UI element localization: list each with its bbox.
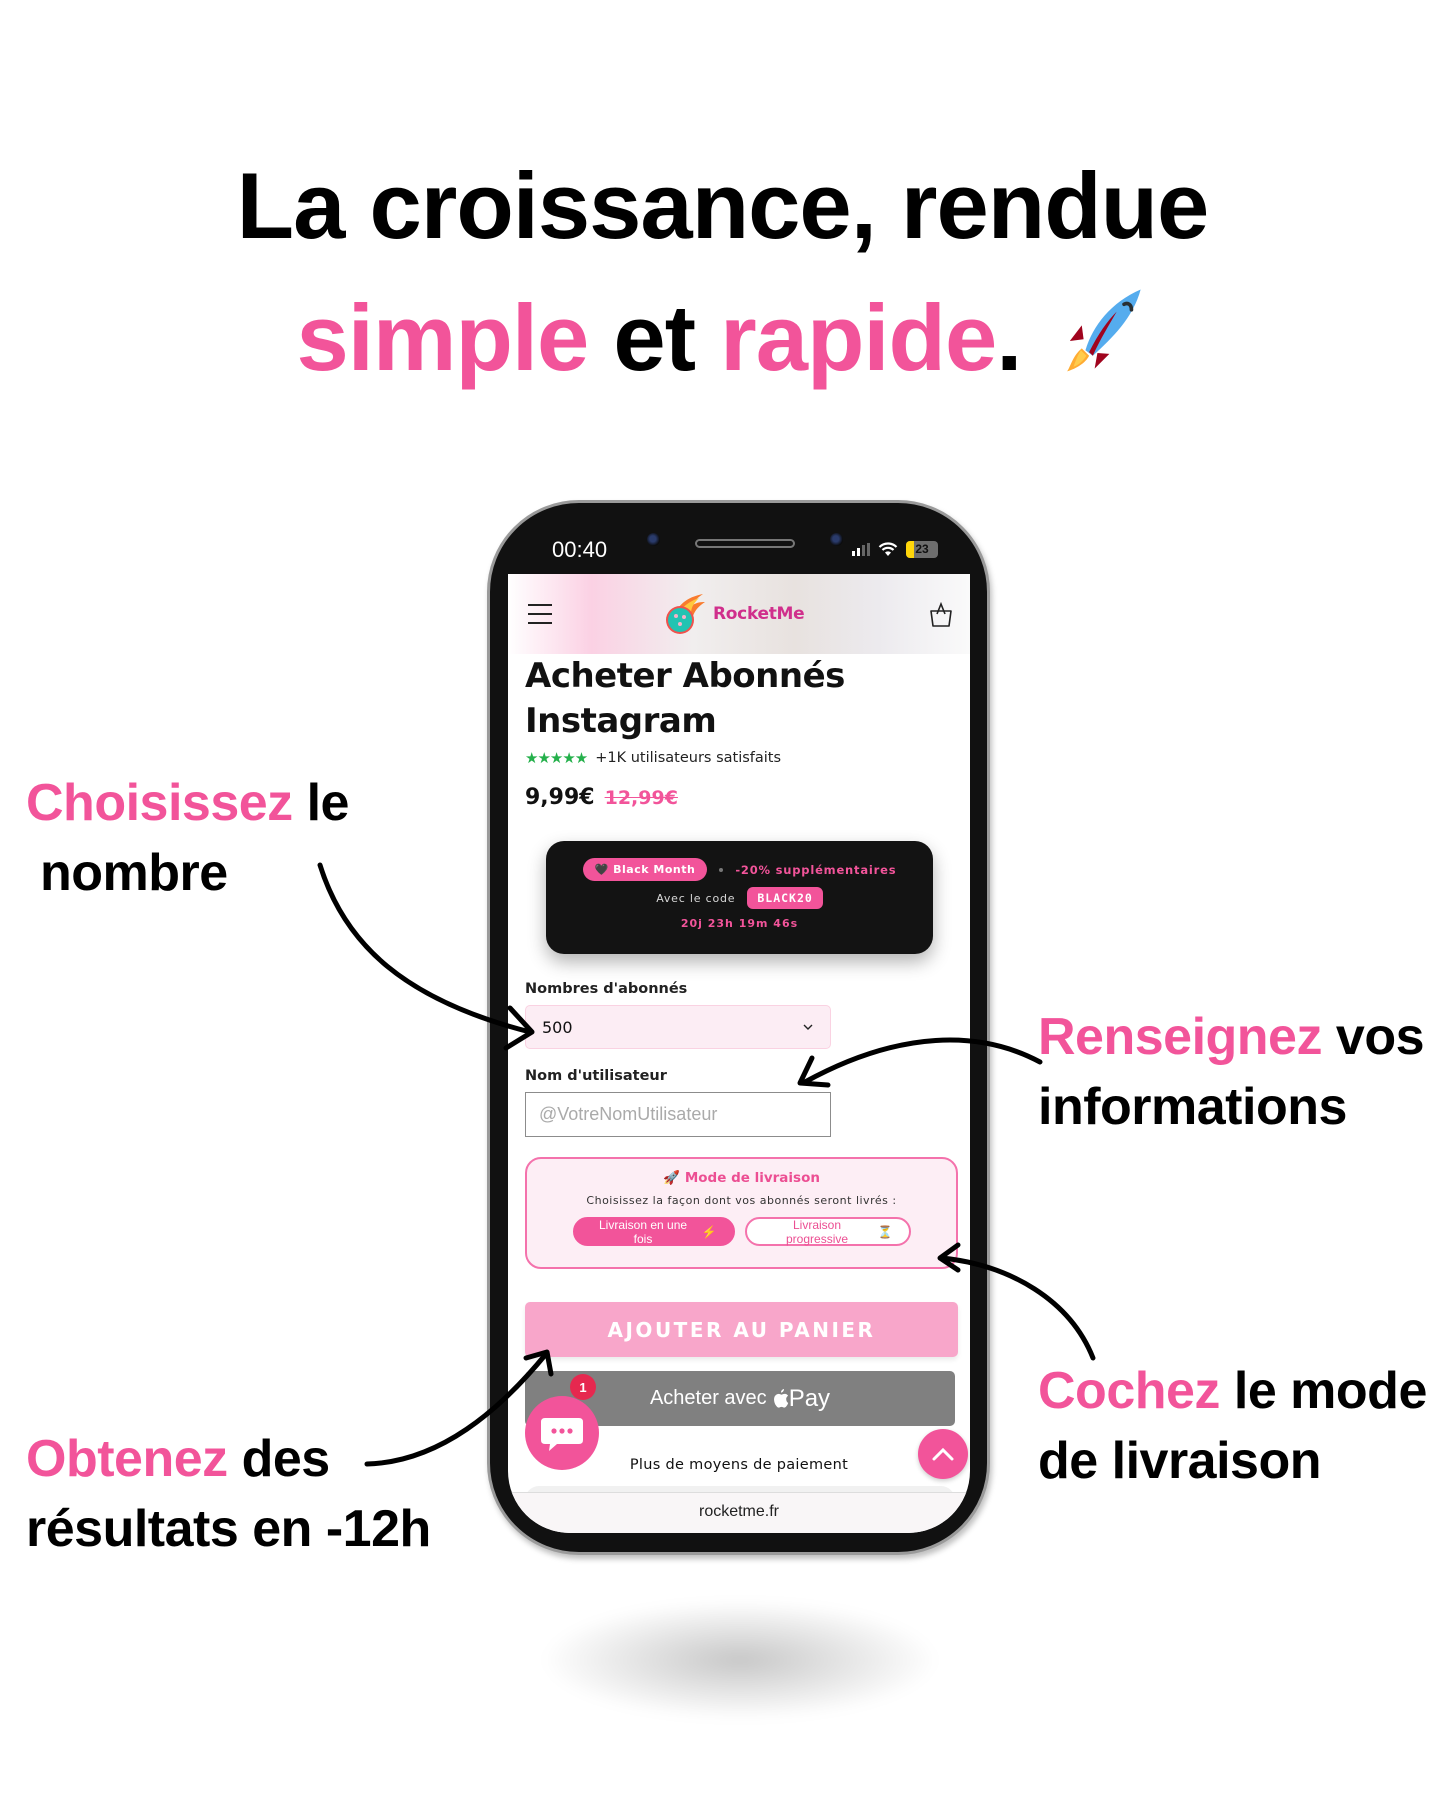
rating-row: ★★★★★ +1K utilisateurs satisfaits <box>525 749 955 767</box>
hero-line-2: simple et rapide. <box>0 272 1445 404</box>
hero-word-simple: simple <box>296 285 590 390</box>
url-text: rocketme.fr <box>698 1503 779 1520</box>
promo-discount: -20% supplémentaires <box>735 862 897 877</box>
delivery-option-once[interactable]: Livraison en une fois ⚡ <box>572 1217 735 1246</box>
product-title: Acheter Abonnés Instagram <box>525 656 845 741</box>
speaker-grille <box>695 539 795 548</box>
annotation-fill-info: Renseignez vos informations <box>1038 1008 1425 1136</box>
delivery-mode-panel: 🚀 Mode de livraison Choisissez la façon … <box>525 1157 958 1269</box>
chat-notification-badge: 1 <box>570 1374 596 1400</box>
promo-banner: 🖤 Black Month -20% supplémentaires Avec … <box>546 841 933 954</box>
delivery-subtitle: Choisissez la façon dont vos abonnés ser… <box>586 1194 897 1207</box>
phone-mockup: 00:40 23 <box>487 500 990 1555</box>
hero-headline: La croissance, rendue simple et rapide. <box>0 140 1445 404</box>
status-icons: 23 <box>852 541 938 558</box>
phone-shadow <box>540 1600 940 1720</box>
quantity-label: Nombres d'abonnés <box>525 981 688 997</box>
product-info: Acheter Abonnés Instagram ★★★★★ +1K util… <box>525 654 955 810</box>
apple-pay-button[interactable]: Acheter avec Pay <box>525 1371 955 1426</box>
promo-badge: 🖤 Black Month <box>582 858 708 881</box>
browser-url-bar[interactable]: rocketme.fr <box>508 1492 970 1533</box>
add-to-cart-button[interactable]: AJOUTER AU PANIER <box>525 1302 958 1357</box>
annotation-choose-number: Choisissez le nombre <box>26 774 349 902</box>
star-rating-icon: ★★★★★ <box>525 749 588 767</box>
more-payment-link[interactable]: Plus de moyens de paiement <box>629 1457 849 1473</box>
brand-logo[interactable]: RocketMe <box>663 592 805 636</box>
promo-code-label: Avec le code <box>656 891 736 905</box>
separator-dot <box>719 867 724 872</box>
rocket-icon <box>1067 289 1142 372</box>
rating-text: +1K utilisateurs satisfaits <box>595 750 782 766</box>
battery-icon: 23 <box>906 541 938 558</box>
price-row: 9,99€ 12,99€ <box>525 785 955 810</box>
menu-icon[interactable] <box>528 604 552 624</box>
quantity-select[interactable]: 500 <box>525 1005 831 1049</box>
chevron-up-icon <box>932 1447 954 1461</box>
annotation-delivery-mode: Cochez le mode de livraison <box>1038 1362 1427 1490</box>
delivery-option-progressive[interactable]: Livraison progressive ⏳ <box>744 1217 911 1246</box>
phone-screen: RocketMe Acheter Abonnés Instagram ★★★★★… <box>508 574 970 1533</box>
lightning-icon: ⚡ <box>701 1224 717 1239</box>
username-label: Nom d'utilisateur <box>525 1068 667 1084</box>
current-price: 9,99€ <box>525 785 595 810</box>
meteor-logo-icon <box>666 594 705 634</box>
status-bar: 00:40 23 <box>490 503 987 574</box>
signal-icon <box>852 543 870 556</box>
chevron-down-icon <box>803 1024 813 1030</box>
hero-line-1: La croissance, rendue <box>236 153 1210 258</box>
wifi-icon <box>878 542 898 556</box>
old-price: 12,99€ <box>604 787 678 809</box>
delivery-title: Mode de livraison <box>684 1170 820 1186</box>
annotation-results: Obtenez des résultats en -12h <box>26 1430 431 1558</box>
brand-name: RocketMe <box>713 604 805 624</box>
quantity-value: 500 <box>542 1018 573 1037</box>
scroll-to-top-button[interactable] <box>918 1429 968 1479</box>
promo-countdown: 20j 23h 19m 46s <box>680 917 799 930</box>
rocket-icon: 🚀 <box>663 1170 680 1186</box>
username-input[interactable] <box>525 1092 831 1137</box>
hero-word-rapide: rapide <box>720 285 997 390</box>
status-time: 00:40 <box>552 537 608 562</box>
chat-button[interactable] <box>525 1396 599 1470</box>
front-camera-icon <box>647 533 660 546</box>
apple-logo-icon <box>773 1389 788 1408</box>
site-header: RocketMe <box>508 574 970 654</box>
sensor-icon <box>830 533 843 546</box>
shopping-bag-icon[interactable] <box>928 602 954 628</box>
promo-code[interactable]: BLACK20 <box>747 887 823 909</box>
hourglass-icon: ⏳ <box>877 1224 893 1239</box>
chat-bubble-icon <box>541 1418 583 1451</box>
